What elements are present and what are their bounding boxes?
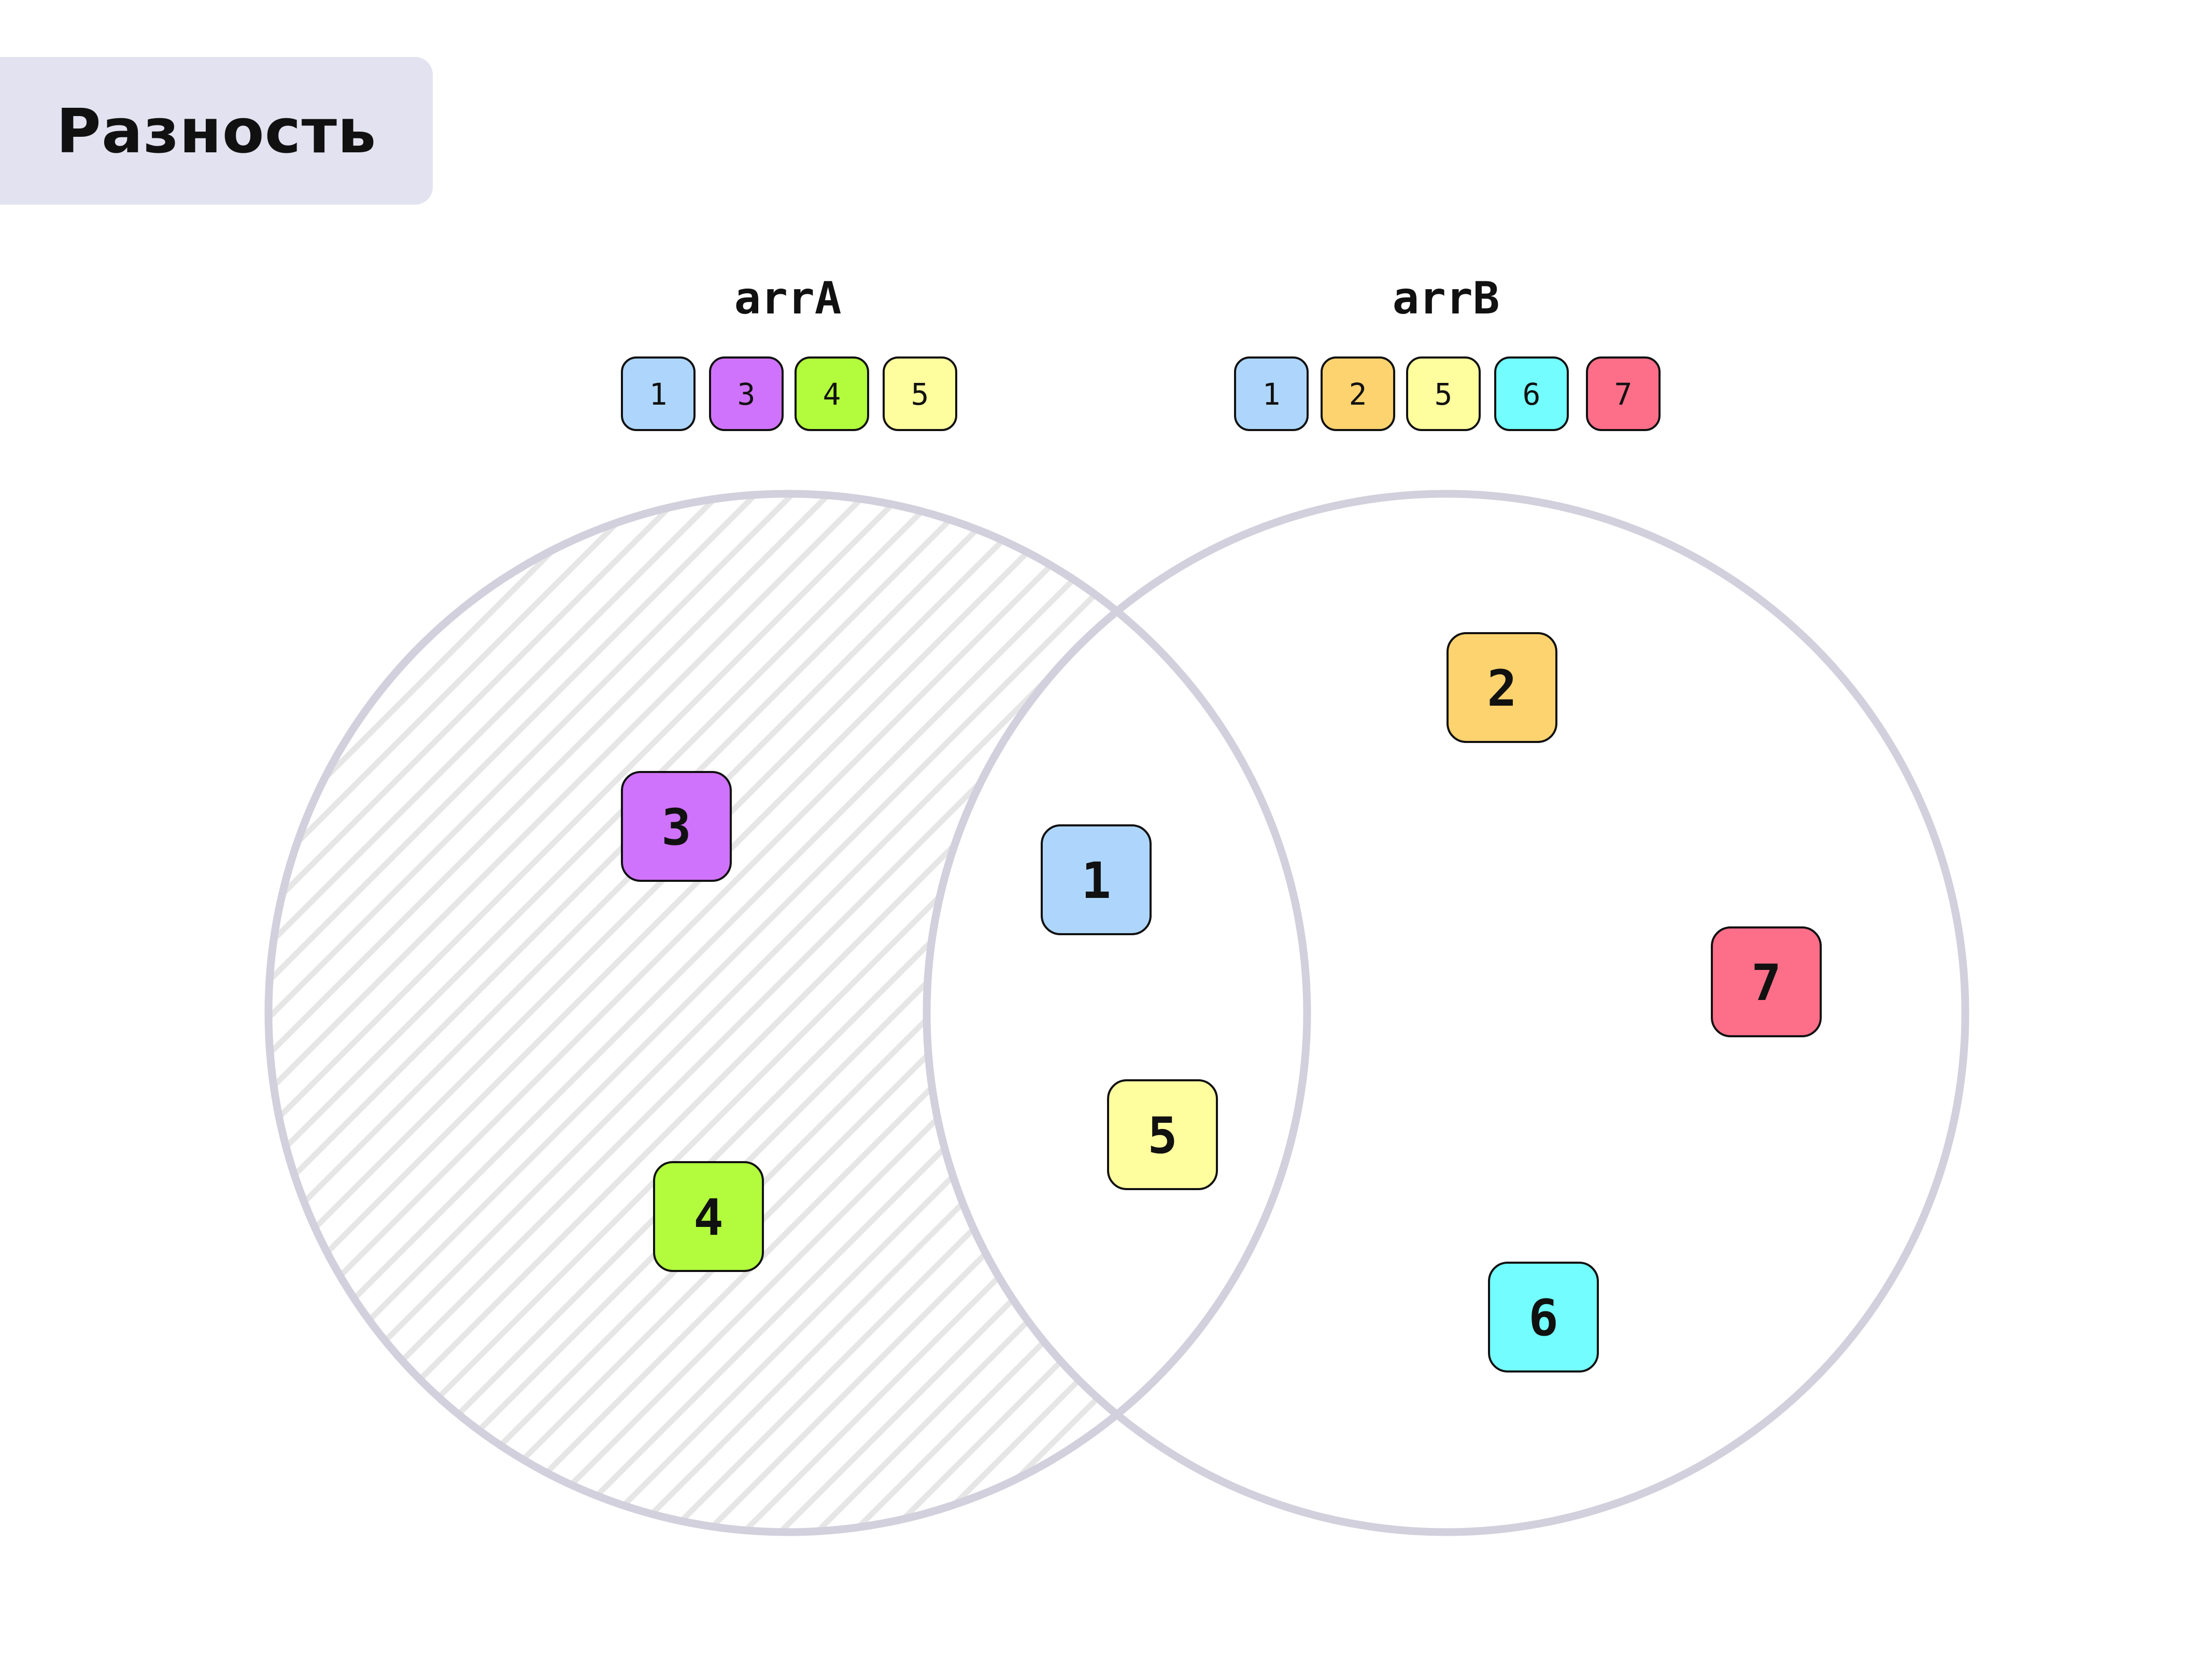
chip-a-2: 4 — [795, 356, 869, 431]
svg-text:1: 1 — [1263, 377, 1281, 412]
page-title: Разность — [56, 95, 377, 167]
only-b-region-items: 2 7 6 — [1447, 632, 1822, 1373]
venn-item-3: 3 — [621, 771, 732, 882]
svg-text:5: 5 — [1435, 377, 1453, 412]
title-badge: Разность — [0, 57, 433, 205]
only-a-region-items: 3 4 — [621, 771, 764, 1272]
svg-text:4: 4 — [693, 1189, 724, 1247]
svg-text:5: 5 — [911, 377, 929, 412]
intersection-region-items: 1 5 — [1041, 824, 1218, 1190]
chip-b-2: 5 — [1406, 356, 1481, 431]
chip-a-3: 5 — [883, 356, 957, 431]
svg-text:3: 3 — [738, 377, 756, 412]
venn-item-4: 4 — [653, 1161, 764, 1272]
svg-text:1: 1 — [1081, 852, 1111, 910]
venn-item-2: 2 — [1447, 632, 1557, 743]
svg-text:2: 2 — [1349, 377, 1367, 412]
svg-text:6: 6 — [1528, 1289, 1558, 1347]
venn-item-1: 1 — [1041, 824, 1152, 935]
venn-item-7: 7 — [1711, 926, 1822, 1037]
set-b-circle — [923, 490, 1969, 1536]
chip-b-4: 7 — [1586, 356, 1661, 431]
chip-b-3: 6 — [1494, 356, 1569, 431]
svg-text:6: 6 — [1523, 377, 1541, 412]
set-a-chips: 1 3 4 5 — [621, 356, 957, 431]
chip-a-1: 3 — [709, 356, 784, 431]
venn-item-6: 6 — [1488, 1262, 1599, 1373]
svg-text:1: 1 — [649, 377, 668, 412]
set-b-chips: 1 2 5 6 7 — [1234, 356, 1661, 431]
svg-text:4: 4 — [823, 377, 841, 412]
svg-text:7: 7 — [1751, 954, 1781, 1012]
svg-text:2: 2 — [1487, 660, 1517, 718]
chip-b-1: 2 — [1321, 356, 1395, 431]
venn-item-5: 5 — [1107, 1079, 1218, 1190]
svg-text:7: 7 — [1614, 377, 1633, 412]
set-a-circle — [264, 490, 1311, 1536]
svg-text:5: 5 — [1147, 1107, 1178, 1165]
set-b-label: arrB — [1392, 273, 1499, 324]
set-a-label: arrA — [734, 273, 841, 324]
chip-a-0: 1 — [621, 356, 696, 431]
chip-b-0: 1 — [1234, 356, 1309, 431]
svg-text:3: 3 — [661, 798, 691, 856]
difference-region — [268, 494, 1307, 1532]
